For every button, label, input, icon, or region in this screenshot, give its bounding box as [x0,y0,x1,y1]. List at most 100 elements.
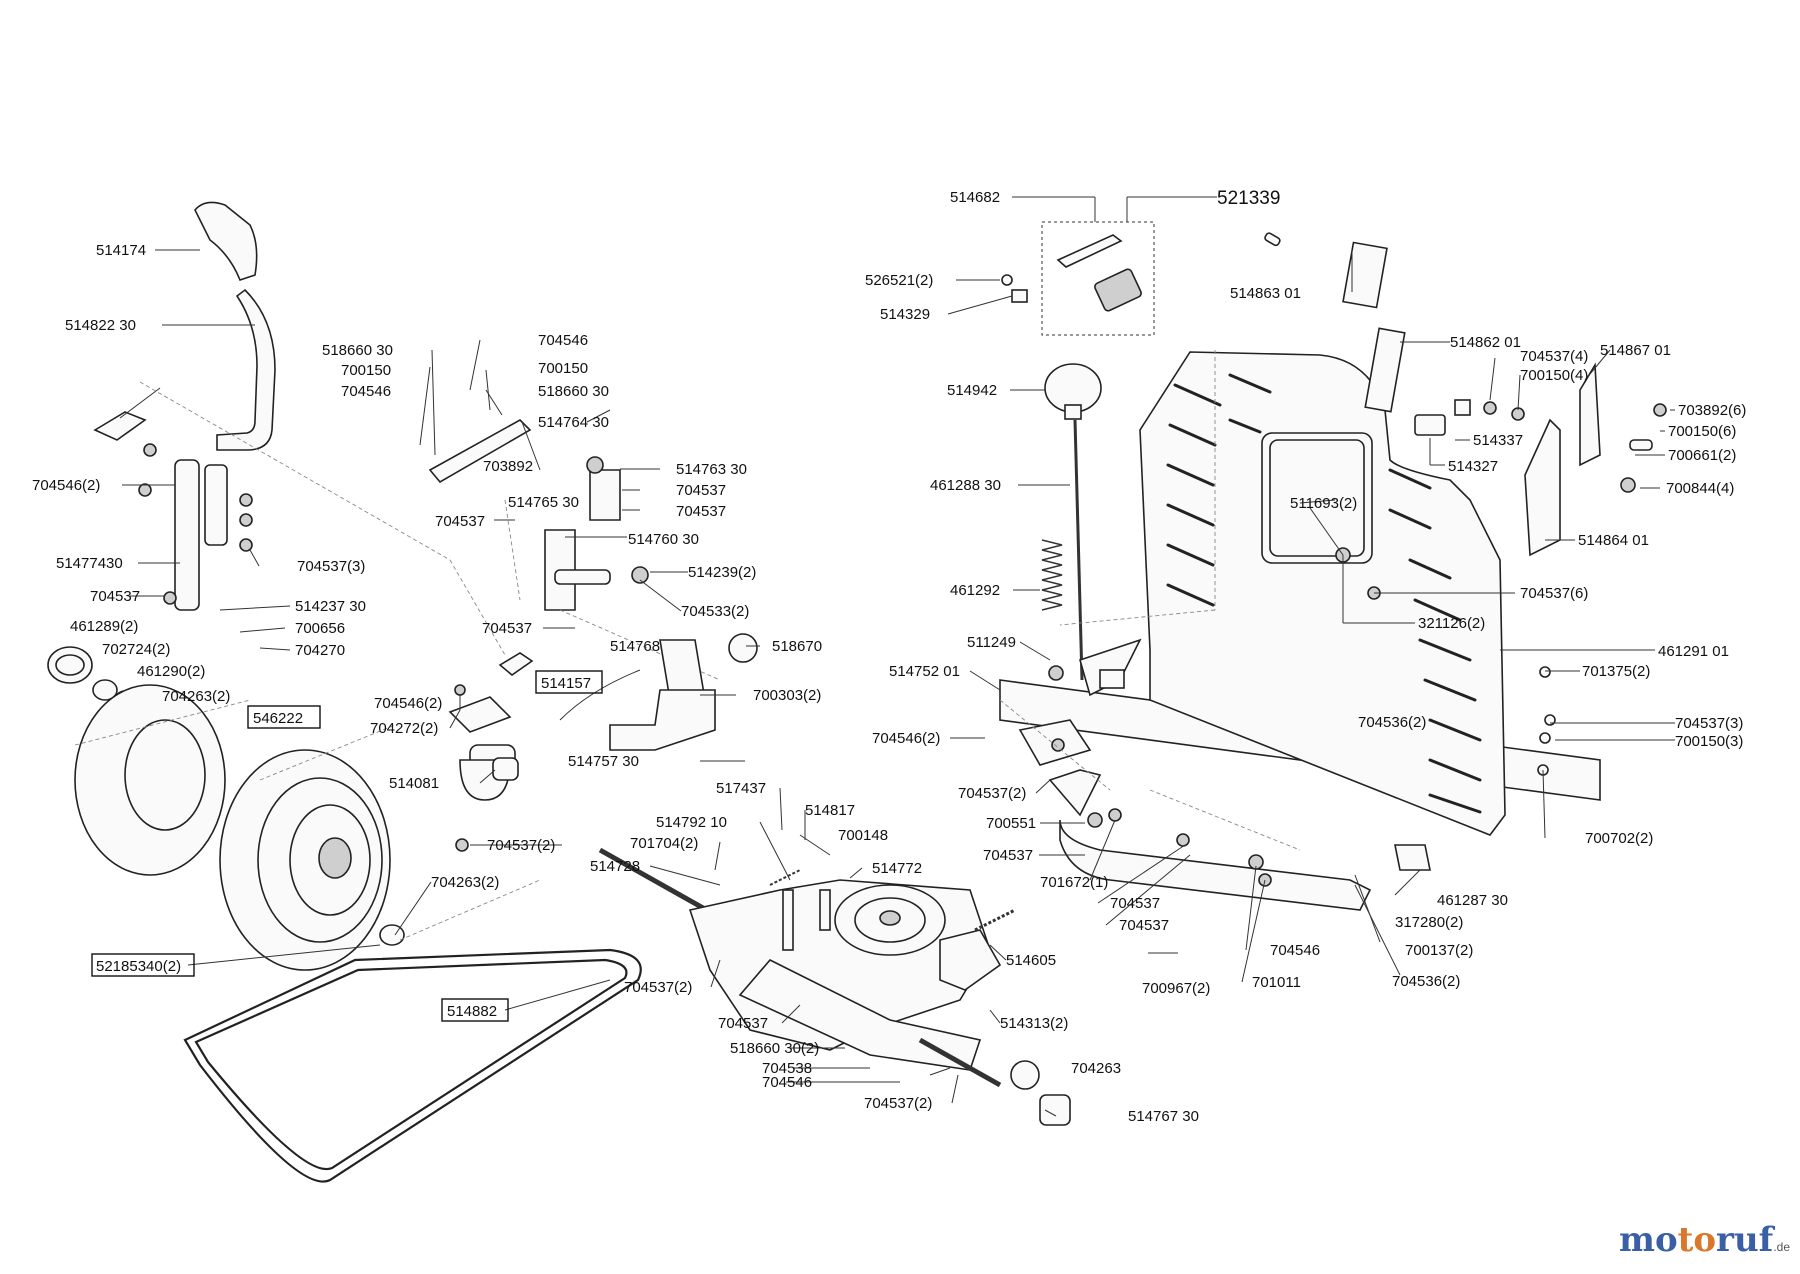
label-704546f: 704546(2) [872,730,940,747]
label-704537j: 704537(2) [864,1095,932,1112]
linkage-assembly [428,419,758,852]
part-number-labels: 514682 521339 526521(2) 514329 514863 01… [32,188,1746,1125]
label-514768: 514768 [610,638,660,655]
label-514863: 514863 01 [1230,285,1301,302]
label-700551: 700551 [986,815,1036,832]
label-514772: 514772 [872,860,922,877]
label-704536a: 704536(2) [1392,973,1460,990]
label-704546g: 704546 [1270,942,1320,959]
label-514329: 514329 [880,306,930,323]
label-704537b: 704537 [676,503,726,520]
label-546222: 546222 [253,710,303,727]
seat-panel [1059,350,1506,836]
label-514327: 514327 [1448,458,1498,475]
label-704537p: 704537(6) [1520,585,1588,602]
label-321126: 321126(2) [1418,615,1485,632]
label-514817: 514817 [805,802,855,819]
label-461287: 461287 30 [1437,892,1508,909]
watermark-part-1: mo [1619,1220,1678,1260]
label-518660a: 518660 30 [322,342,393,359]
label-700303: 700303(2) [753,687,821,704]
label-514728: 514728 [590,858,640,875]
label-514313: 514313(2) [1000,1015,1068,1032]
label-700150d: 700150(6) [1668,423,1736,440]
label-514605: 514605 [1006,952,1056,969]
label-514239: 514239(2) [688,564,756,581]
label-701011: 701011 [1252,974,1301,991]
label-514237: 514237 30 [295,598,366,615]
label-514763: 514763 30 [676,461,747,478]
grouped-inset [1001,221,1155,336]
label-700148: 700148 [838,827,888,844]
label-704537m: 704537 [1110,895,1160,912]
label-704538: 704538 [762,1060,812,1077]
label-514882: 514882 [447,1003,497,1020]
label-701375: 701375(2) [1582,663,1650,680]
label-514760: 514760 30 [628,531,699,548]
label-704263a: 704263(2) [162,688,230,705]
label-518660c: 518660 30(2) [730,1040,819,1057]
label-704270: 704270 [295,642,345,659]
label-514752: 514752 01 [889,663,960,680]
label-461292: 461292 [950,582,1000,599]
label-700967: 700967(2) [1142,980,1210,997]
label-514867: 514867 01 [1600,342,1671,359]
label-514822: 514822 30 [65,317,136,334]
label-704537o: 704537(3) [1675,715,1743,732]
label-700150c: 700150(3) [1675,733,1743,750]
label-703892b: 703892(6) [1678,402,1746,419]
lift-handle [1041,363,1102,681]
watermark-part-2: to [1677,1220,1717,1260]
label-514864: 514864 01 [1578,532,1649,549]
label-704536b: 704536(2) [1358,714,1426,731]
label-514174: 514174 [96,242,146,259]
label-704537n: 704537 [1119,917,1169,934]
label-704537l: 704537 [983,847,1033,864]
label-704546c: 704546(2) [32,477,100,494]
panel-slots [1166,373,1482,814]
drive-belt [183,948,642,1183]
label-704537g: 704537(2) [487,837,555,854]
label-700661: 700661(2) [1668,447,1736,464]
label-700702: 700702(2) [1585,830,1653,847]
label-514157: 514157 [541,675,591,692]
label-700150e: 700150(4) [1520,367,1588,384]
label-704537i: 704537 [718,1015,768,1032]
label-704546b: 704546 [538,332,588,349]
label-700137: 700137(2) [1405,942,1473,959]
label-461291: 461291 01 [1658,643,1729,660]
label-526521: 526521(2) [865,272,933,289]
label-704546d: 704546(2) [374,695,442,712]
label-514767: 514767 30 [1128,1108,1199,1125]
label-521339: 521339 [1217,188,1280,209]
label-704537f: 704537 [482,620,532,637]
site-watermark-logo: motoruf.de [1619,1220,1790,1260]
label-518670: 518670 [772,638,822,655]
label-704263b: 704263(2) [431,874,499,891]
label-704533: 704533(2) [681,603,749,620]
leader-lines [122,196,1675,1117]
label-461289: 461289(2) [70,618,138,635]
label-461288: 461288 30 [930,477,1001,494]
label-514774: 51477430 [56,555,123,572]
label-514081: 514081 [389,775,439,792]
label-704537h: 704537(2) [624,979,692,996]
label-704537e: 704537 [90,588,140,605]
wheel-assembly [47,646,541,971]
label-700150a: 700150 [341,362,391,379]
label-701672: 701672(1) [1040,874,1108,891]
label-511249: 511249 [967,634,1016,651]
label-704546e: 704546 [762,1074,812,1091]
label-704537d: 704537(3) [297,558,365,575]
label-704272: 704272(2) [370,720,438,737]
label-700844: 700844(4) [1666,480,1734,497]
watermark-part-3: ruf [1716,1220,1774,1260]
label-701704: 701704(2) [630,835,698,852]
label-514682: 514682 [950,189,1000,206]
label-514792: 514792 10 [656,814,727,831]
label-514862: 514862 01 [1450,334,1521,351]
label-514764: 514764 30 [538,414,609,431]
label-704546a: 704546 [341,383,391,400]
label-700656: 700656 [295,620,345,637]
